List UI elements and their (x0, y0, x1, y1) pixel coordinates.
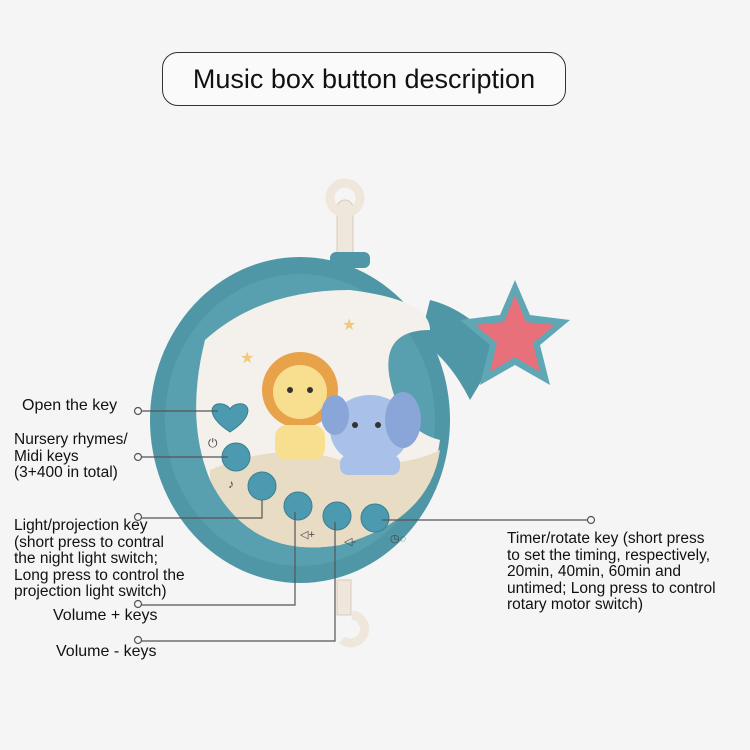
volume-up-label: Volume + keys (53, 607, 158, 624)
open-key-button[interactable] (211, 403, 249, 433)
top-hook (325, 178, 365, 261)
volume-down-button[interactable] (322, 501, 352, 531)
lion-illustration (262, 352, 338, 460)
volume-up-icon: ◁+ (300, 529, 315, 541)
leader-lines (133, 406, 596, 645)
volume-down-label: Volume - keys (56, 643, 157, 660)
music-note-icon: ♪ (228, 477, 234, 491)
star-arm (420, 300, 500, 400)
timer-rotate-label: Timer/rotate key (short press to set the… (507, 530, 716, 613)
light-projection-label: Light/projection key (short press to con… (14, 517, 185, 600)
volume-down-icon: ◁- (344, 536, 356, 548)
timer-icon: ◷◌ (390, 533, 407, 545)
power-icon: ⏻ (208, 436, 218, 450)
nursery-rhymes-label: Nursery rhymes/ Midi keys (3+400 in tota… (14, 431, 128, 481)
star-light (460, 280, 570, 385)
bottom-hook (336, 579, 370, 648)
timer-rotate-button[interactable] (360, 503, 390, 533)
open-key-label: Open the key (22, 397, 118, 414)
volume-up-button[interactable] (283, 491, 313, 521)
small-star-icon: ★ (240, 350, 254, 367)
light-projection-button[interactable] (247, 471, 277, 501)
small-star-icon: ★ (342, 317, 356, 334)
elephant-illustration (321, 392, 421, 475)
page-title: Music box button description (162, 52, 566, 106)
